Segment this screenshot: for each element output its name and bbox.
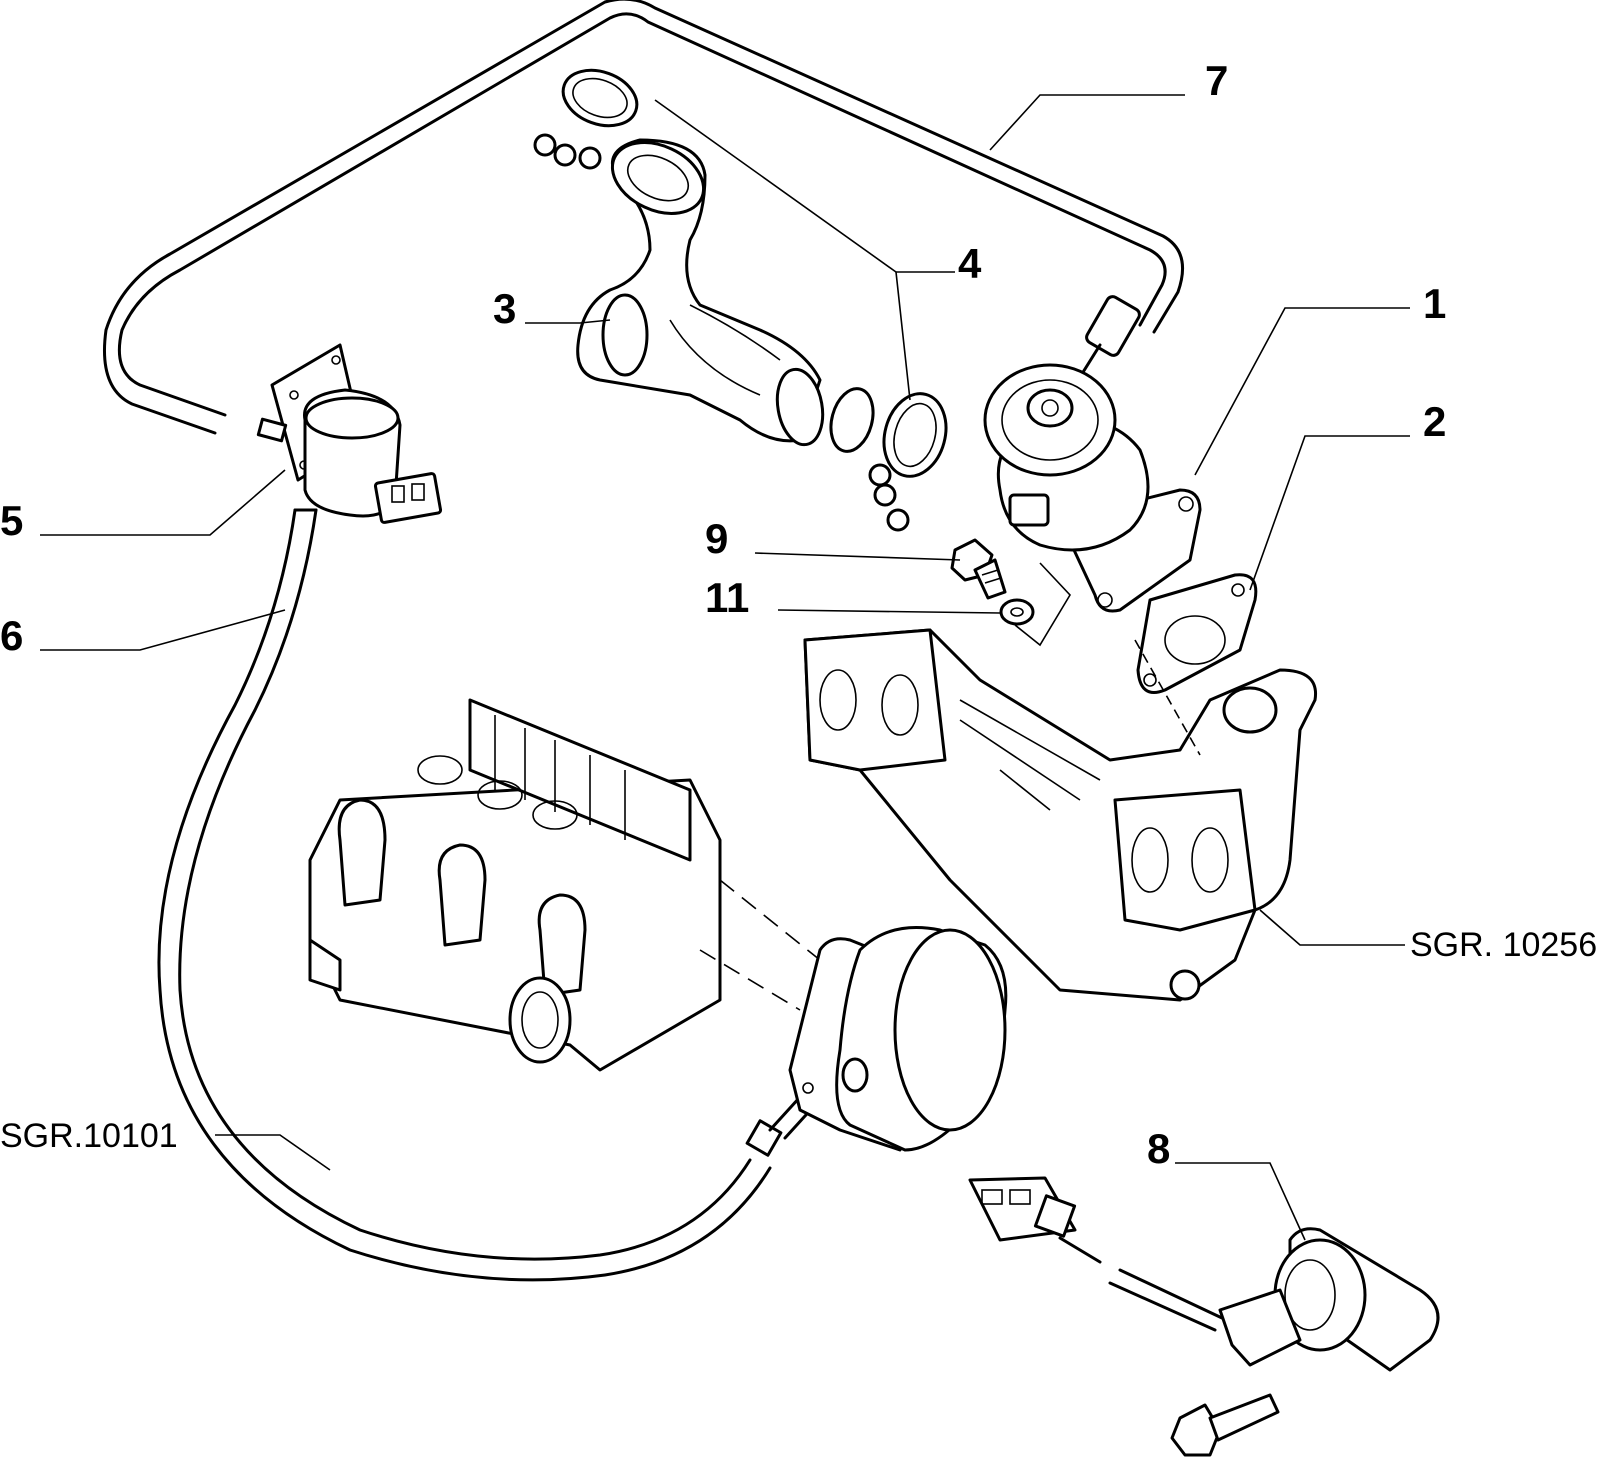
egr-valve-1 xyxy=(983,363,1202,613)
callout-6: 6 xyxy=(0,612,23,659)
exhaust-manifold xyxy=(803,628,1318,1002)
gasket-2 xyxy=(1136,573,1258,694)
bolt-9 xyxy=(950,538,1007,600)
reference-sgr-10256: SGR. 10256 xyxy=(1410,926,1597,964)
solenoid-valve-5 xyxy=(256,343,443,524)
reference-sgr-10101: SGR.10101 xyxy=(0,1117,178,1155)
callout-9: 9 xyxy=(705,515,728,562)
callout-4: 4 xyxy=(958,240,982,287)
intake-manifold xyxy=(308,698,821,1072)
callout-8: 8 xyxy=(1147,1125,1170,1172)
leader-lines xyxy=(40,94,1410,1241)
vacuum-actuator xyxy=(788,926,1008,1152)
washer-11 xyxy=(999,598,1035,626)
callout-5: 5 xyxy=(0,497,23,544)
hose-clamps-4 xyxy=(533,68,948,532)
callout-3: 3 xyxy=(493,285,516,332)
callout-11: 11 xyxy=(705,574,749,621)
sensor-8 xyxy=(968,1176,1440,1457)
callout-2: 2 xyxy=(1423,398,1446,445)
callout-1: 1 xyxy=(1423,280,1446,327)
callout-7: 7 xyxy=(1205,57,1228,104)
intake-hose-3 xyxy=(576,138,825,447)
